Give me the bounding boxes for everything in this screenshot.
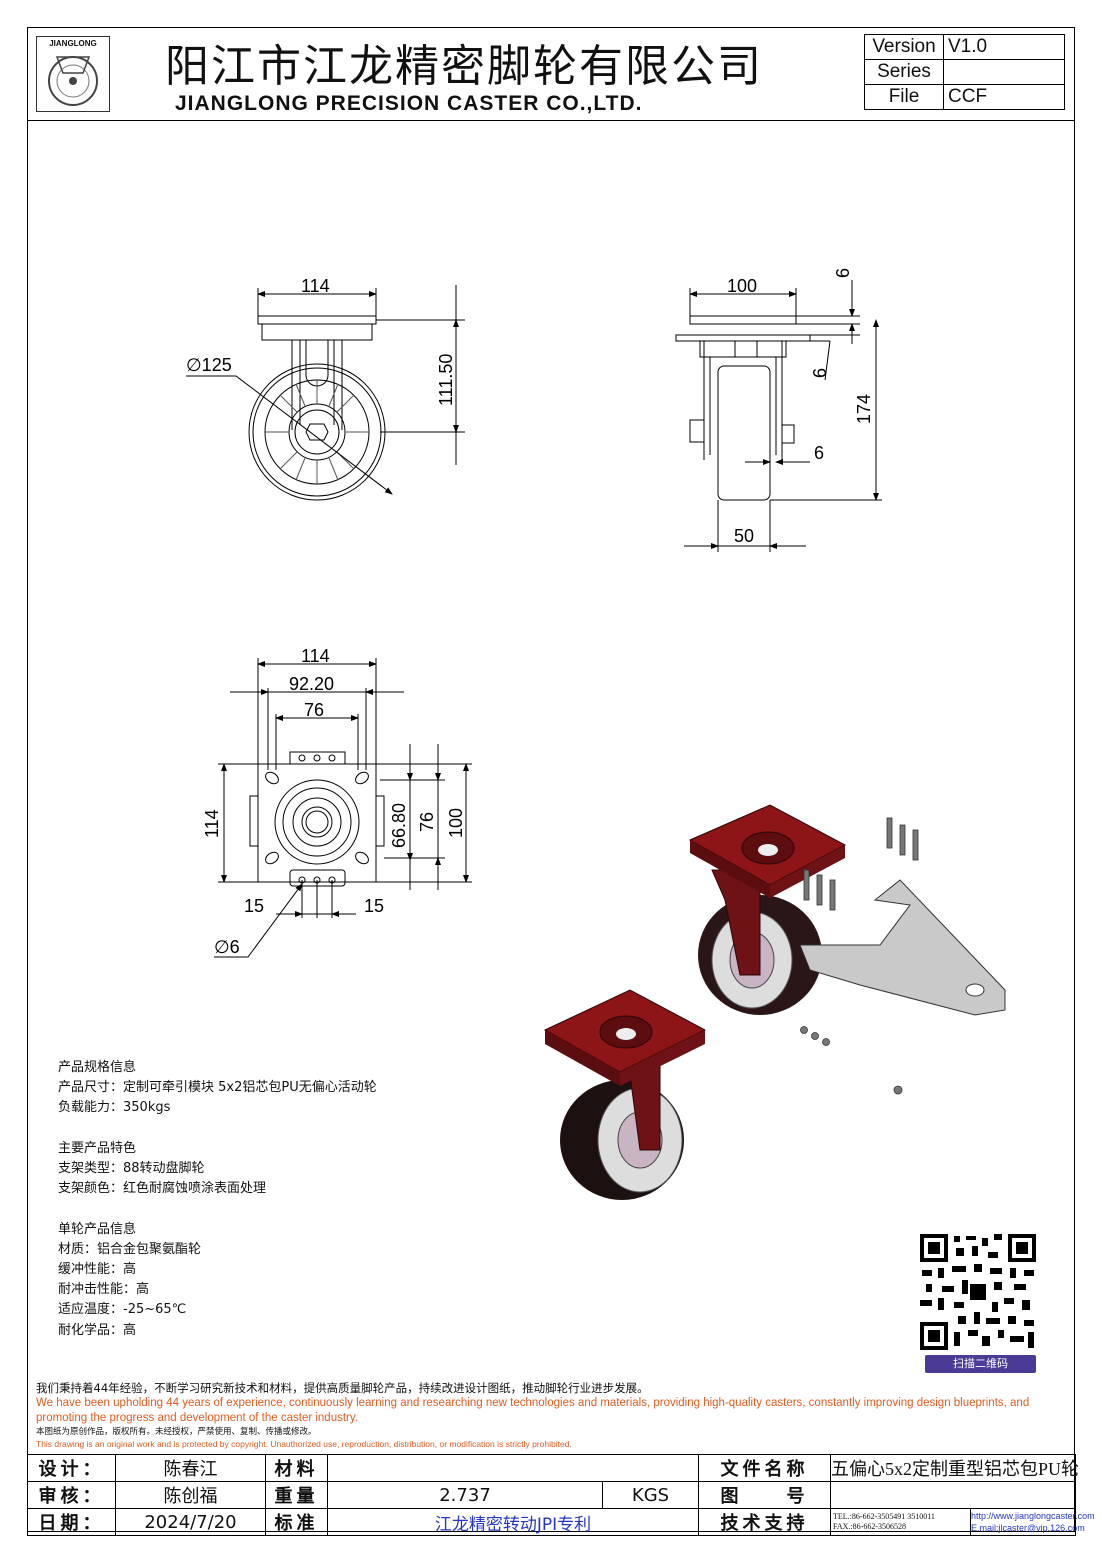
plate-width-dim: 114 [301, 646, 330, 666]
version-value: V1.0 [943, 34, 1065, 60]
company-name-cn: 阳江市江龙精密脚轮有限公司 [165, 41, 763, 92]
qr-code-icon[interactable] [918, 1232, 1038, 1352]
design-value: 陈春江 [115, 1454, 266, 1482]
side-view [675, 280, 882, 552]
spec-line: 耐冲击性能：高 [58, 1282, 150, 1298]
front-caster-image [543, 989, 707, 1200]
tel-text: TEL.:86-662-3505491 3510011 [833, 1512, 935, 1521]
scan-qr-button[interactable]: 扫描二维码 [925, 1355, 1036, 1373]
file-label: File [864, 84, 944, 110]
front-view [186, 285, 465, 501]
front-diameter-dim: ∅125 [186, 355, 232, 375]
front-height-dim: 111.50 [436, 354, 456, 406]
date-label: 日期： [27, 1508, 116, 1536]
header-divider [27, 120, 1075, 121]
plate-v1-dim: 66.80 [389, 803, 409, 848]
logo-text: JIANGLONG [49, 39, 97, 48]
weight-label: 重量 [265, 1481, 328, 1509]
support-label: 技术支持 [698, 1508, 832, 1536]
copyright-cn: 本图纸为原创作品，版权所有。未经授权，严禁使用、复制、传播或修改。 [36, 1427, 317, 1437]
caster-logo-icon [48, 56, 98, 106]
spec-title: 主要产品特色 [58, 1140, 137, 1156]
caster-3d-render [543, 804, 1006, 1200]
plate-v3-dim: 100 [446, 808, 466, 838]
spec-line: 支架类型：88转动盘脚轮 [58, 1161, 205, 1177]
spec-line: 适应温度：-25~65℃ [58, 1302, 187, 1318]
material-label: 材料 [265, 1454, 328, 1482]
series-value [943, 59, 1065, 85]
design-label: 设计： [27, 1454, 116, 1482]
standard-value: 江龙精密转动JPI专利 [326, 1508, 700, 1536]
plate-left-pitch-dim: 15 [244, 896, 264, 916]
side-gap-dim: 6 [810, 368, 830, 378]
side-offset-dim: 6 [814, 443, 824, 463]
contact-web: http://www.jianglongcaster.com E.mail:jl… [970, 1508, 1095, 1536]
spec-line: 负载能力：350kgs [58, 1100, 171, 1116]
side-height-dim: 174 [854, 394, 874, 424]
spec-line: 耐化学品：高 [58, 1322, 137, 1338]
website-link[interactable]: http://www.jianglongcaster.com [971, 1511, 1095, 1521]
plate-v2-dim: 76 [417, 812, 437, 832]
filename-value: 五偏心5x2定制重型铝芯包PU轮 [830, 1454, 1079, 1482]
plate-hole-dim: ∅6 [214, 937, 240, 957]
contact-phone: TEL.:86-662-3505491 3510011 FAX.:86-662-… [830, 1508, 972, 1536]
title-block: 设计： 陈春江 材料 文件名称 五偏心5x2定制重型铝芯包PU轮 审核： 陈创福… [27, 1454, 1095, 1536]
motto-cn: 我们秉持着44年经验，不断学习研究新技术和材料，提供高质量脚轮产品，持续改进设计… [36, 1381, 649, 1395]
product-spec: 产品规格信息 产品尺寸：定制可牵引模块 5x2铝芯包PU无偏心活动轮 负载能力：… [58, 1058, 377, 1341]
company-logo: JIANGLONG [36, 36, 110, 112]
company-motto: 我们秉持着44年经验，不断学习研究新技术和材料，提供高质量脚轮产品，持续改进设计… [36, 1381, 1072, 1450]
rear-caster-image [688, 804, 847, 1015]
filename-label: 文件名称 [698, 1454, 832, 1482]
standard-label: 标准 [265, 1508, 328, 1536]
weight-value: 2.737 [327, 1481, 603, 1509]
spec-line: 材质：铝合金包聚氨酯轮 [58, 1241, 202, 1257]
plate-hole-span-dim: 92.20 [289, 674, 334, 694]
side-wheel-width-dim: 50 [734, 526, 754, 546]
company-name-en: JIANGLONG PRECISION CASTER CO.,LTD. [175, 92, 643, 115]
material-value [326, 1454, 700, 1482]
side-top-dim: 6 [833, 268, 853, 278]
plate-height-dim: 114 [202, 809, 222, 838]
traction-bracket-image [799, 879, 1006, 1016]
series-label: Series [864, 59, 944, 85]
copyright-en: This drawing is an original work and is … [36, 1439, 572, 1449]
front-width-dim: 114 [301, 276, 330, 296]
date-value: 2024/7/20 [115, 1508, 266, 1536]
plate-inner-dim: 76 [304, 700, 324, 720]
motto-en: We have been upholding 44 years of exper… [36, 1397, 1030, 1424]
spec-line: 支架颜色：红色耐腐蚀喷涂表面处理 [58, 1181, 267, 1197]
spec-line: 缓冲性能：高 [58, 1262, 137, 1278]
file-value: CCF [943, 84, 1065, 110]
screws-image [800, 817, 919, 1095]
technical-drawing: 114 ∅125 111.50 100 6 6 174 6 50 114 92.… [186, 268, 1006, 1200]
fax-text: FAX.:86-662-3506528 [833, 1522, 906, 1531]
plate-right-pitch-dim: 15 [364, 896, 384, 916]
spec-title: 产品规格信息 [58, 1060, 137, 1075]
drawing-no-label: 图 号 [698, 1481, 832, 1509]
spec-line: 产品尺寸：定制可牵引模块 5x2铝芯包PU无偏心活动轮 [58, 1080, 377, 1096]
spec-title: 单轮产品信息 [58, 1221, 137, 1237]
side-width-dim: 100 [727, 276, 757, 296]
email-link[interactable]: E.mail:jlcaster@vip.126.com [971, 1523, 1085, 1533]
plate-view [214, 658, 472, 958]
review-label: 审核： [27, 1481, 116, 1509]
review-value: 陈创福 [115, 1481, 266, 1509]
drawing-no-value [830, 1481, 1077, 1509]
weight-unit: KGS [601, 1481, 700, 1509]
